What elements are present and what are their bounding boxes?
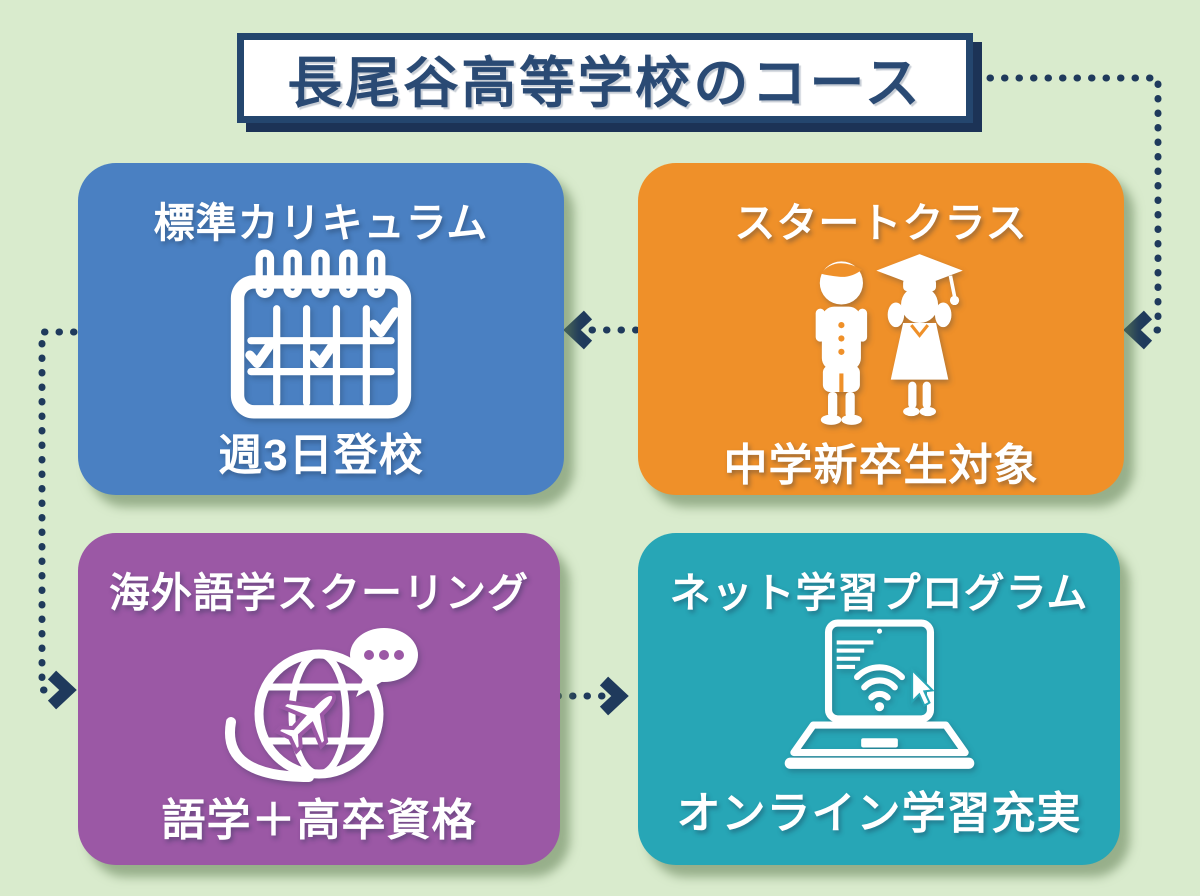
card-title: ネット学習プログラム: [669, 570, 1089, 616]
card-caption: 語学＋高卒資格: [161, 796, 477, 845]
card-standard-curriculum: 標準カリキュラム: [78, 163, 564, 495]
card-title: スタートクラス: [734, 200, 1028, 246]
laptop-wifi-icon: [772, 619, 987, 777]
card-start-class: スタートクラス: [638, 163, 1124, 495]
page-title: 長尾谷高等学校のコース: [287, 52, 923, 114]
arrowhead-into-overseas-schooling: [47, 670, 77, 710]
connector-standard-to-overseas: [38, 328, 78, 694]
students-icon: [794, 249, 969, 429]
card-caption: オンライン学習充実: [676, 789, 1082, 838]
card-title: 標準カリキュラム: [153, 200, 489, 246]
globe-airplane-chat-icon: [217, 619, 422, 784]
card-caption: 中学新卒生対象: [723, 441, 1039, 490]
calendar-check-icon: [223, 249, 419, 419]
page-title-box: 長尾谷高等学校のコース: [237, 33, 973, 123]
arrowhead-into-start-class: [1123, 310, 1153, 350]
card-caption: 週3日登校: [218, 431, 424, 480]
card-net-learning-program: ネット学習プログラム: [638, 533, 1120, 865]
arrowhead-into-net-program: [599, 676, 629, 716]
arrowhead-into-standard-curriculum: [563, 310, 593, 350]
card-overseas-language-schooling: 海外語学スクーリング 語学＋高卒資: [78, 533, 560, 865]
card-title: 海外語学スクーリング: [109, 570, 529, 616]
